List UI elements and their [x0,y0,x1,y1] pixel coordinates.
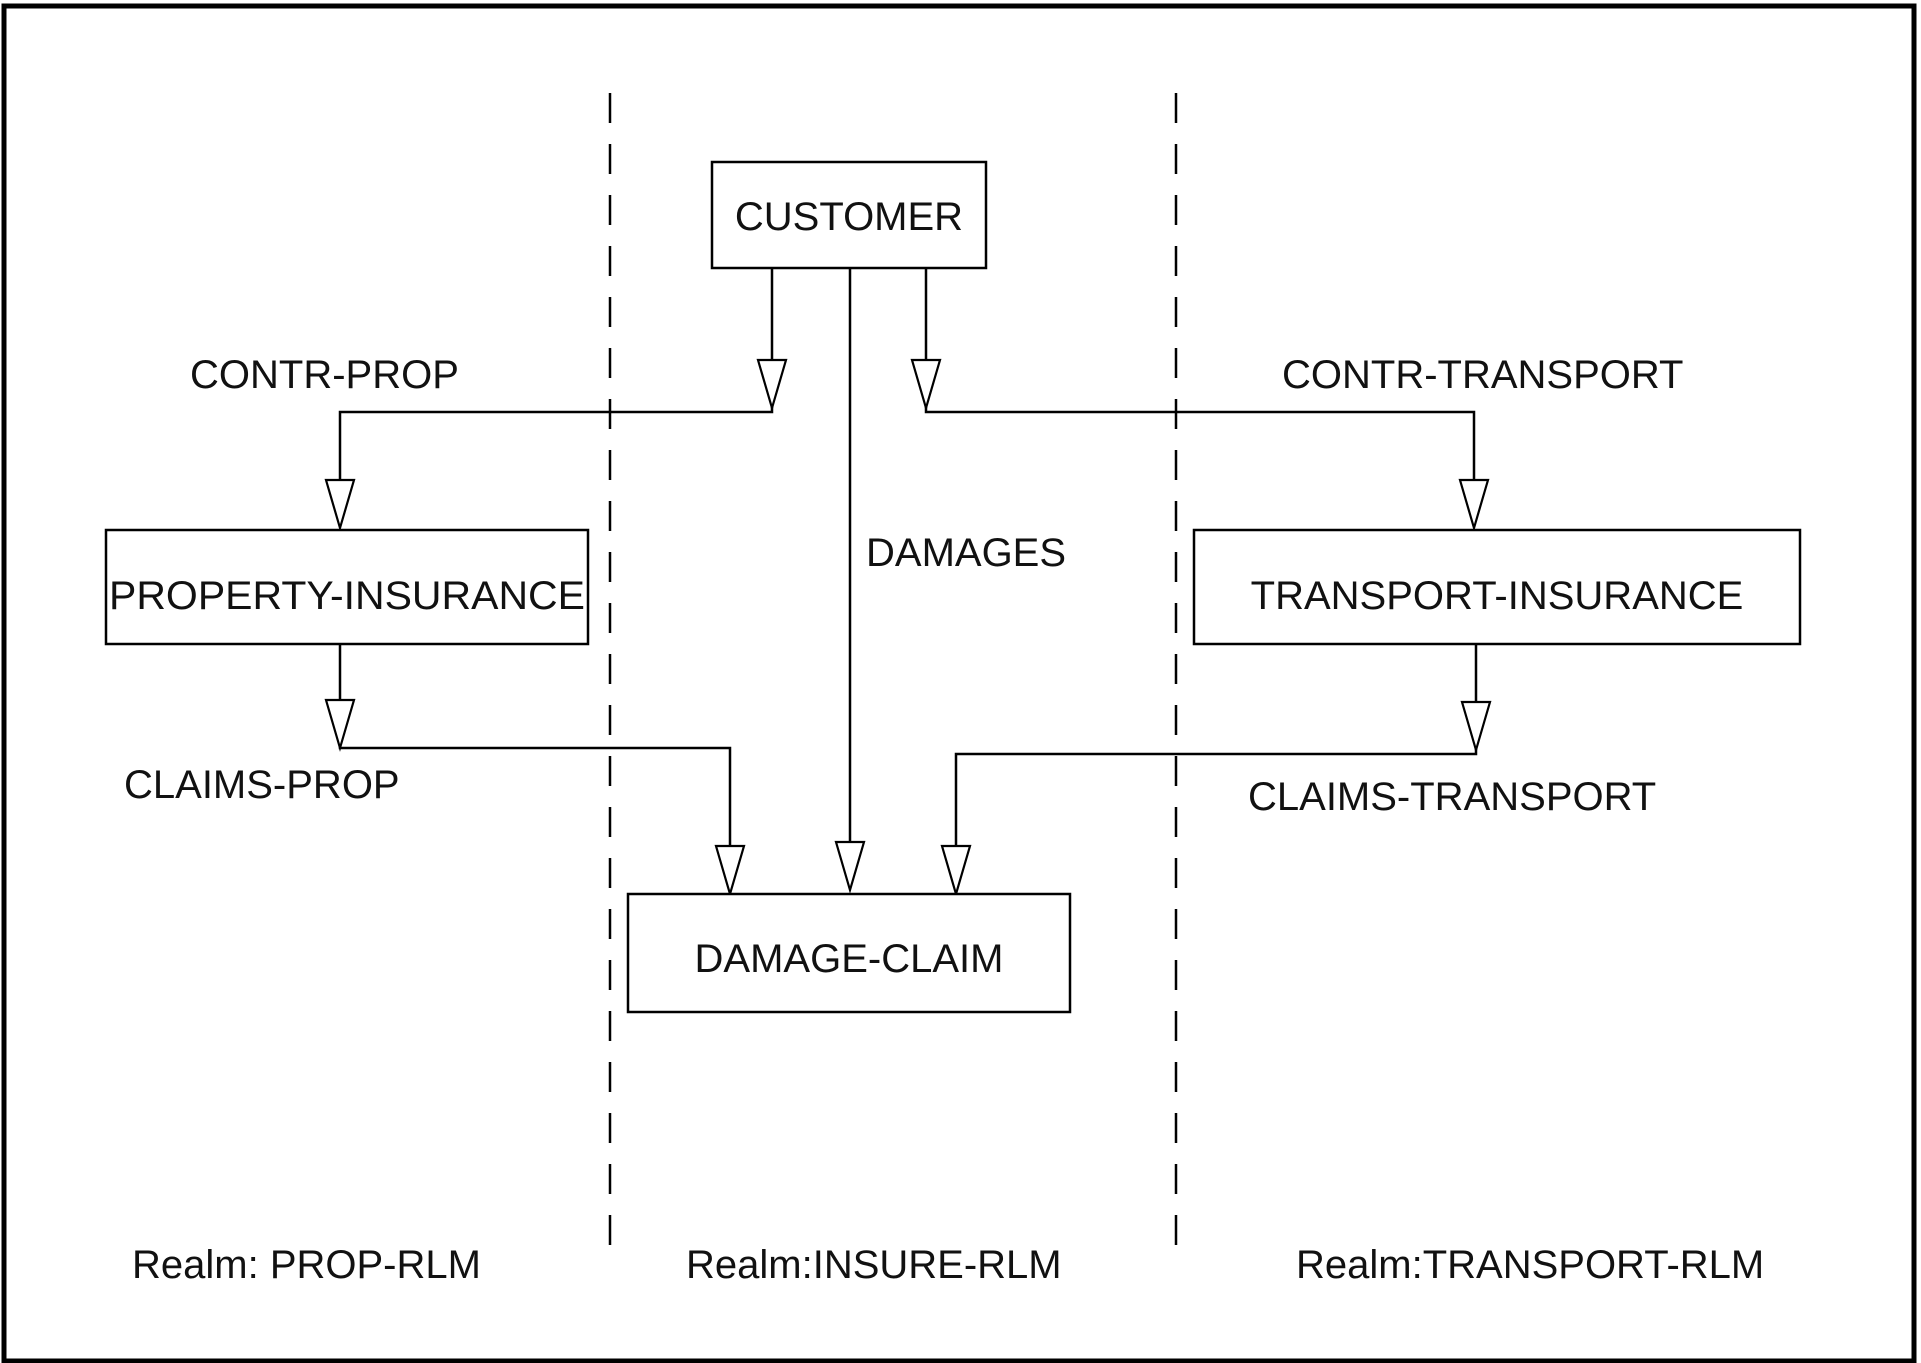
set-label-contr-prop: CONTR-PROP [190,353,459,397]
diagram-frame [1,3,1917,1363]
set-label-claims-prop: CLAIMS-PROP [124,763,400,807]
record-box-transport-insurance: TRANSPORT-INSURANCE [1192,528,1802,646]
set-connector-damages [834,268,866,894]
arrowhead-contr-prop-member [324,478,356,532]
arrowhead-claims-transport-member [940,844,972,898]
realm-label-prop: Realm: PROP-RLM [132,1243,481,1287]
arrowhead-damages [834,840,866,894]
record-label-damage-claim: DAMAGE-CLAIM [695,937,1004,981]
record-box-customer: CUSTOMER [710,160,988,270]
set-label-claims-transport: CLAIMS-TRANSPORT [1248,775,1656,819]
realm-label-insure: Realm:INSURE-RLM [686,1243,1062,1287]
set-connector-claims-transport [940,644,1492,898]
realm-label-transport: Realm:TRANSPORT-RLM [1296,1243,1764,1287]
record-box-property-insurance: PROPERTY-INSURANCE [104,528,590,646]
set-connector-contr-transport [910,268,1490,532]
arrowhead-claims-transport-owner [1460,700,1492,754]
record-label-transport-insurance: TRANSPORT-INSURANCE [1251,574,1744,618]
set-connector-contr-prop [324,268,788,532]
arrowhead-claims-prop-member [714,844,746,898]
set-label-contr-transport: CONTR-TRANSPORT [1282,353,1683,397]
record-label-property-insurance: PROPERTY-INSURANCE [109,574,585,618]
record-label-customer: CUSTOMER [735,195,963,239]
set-label-damages: DAMAGES [866,531,1066,575]
set-connector-claims-prop [324,644,746,898]
arrowhead-claims-prop-owner [324,698,356,752]
arrowhead-contr-prop-owner [756,358,788,412]
arrowhead-contr-transport-member [1458,478,1490,532]
arrowhead-contr-transport-owner [910,358,942,412]
record-box-damage-claim: DAMAGE-CLAIM [626,892,1072,1014]
